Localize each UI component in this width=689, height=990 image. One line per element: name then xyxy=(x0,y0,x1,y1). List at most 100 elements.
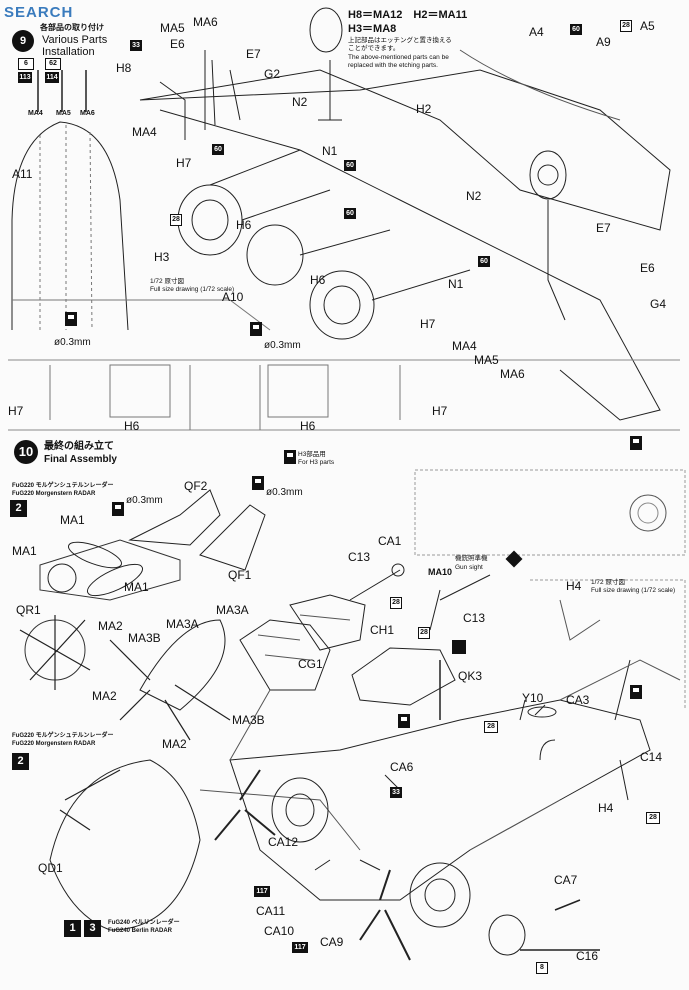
radar-qf1-part xyxy=(199,504,266,571)
ref-28-b: 28 xyxy=(620,20,632,32)
ref-60-c: 60 xyxy=(344,208,356,219)
top-wheel xyxy=(309,7,343,53)
canopy-scale-en: Full size drawing (1/72 scale) xyxy=(591,587,676,594)
ref-8: 8 xyxy=(536,962,548,974)
canopy-scale-jp: 1/72 原寸図 xyxy=(591,579,625,586)
canopy-cg1: CG1 xyxy=(298,657,323,671)
radar1-ma1c: MA1 xyxy=(124,580,149,594)
ref-6: 6 xyxy=(18,58,34,70)
label-ma6b: MA6 xyxy=(500,367,525,381)
gunsight-en: Gun sight xyxy=(455,564,483,571)
engine-nacelle-3 xyxy=(309,270,375,340)
ref-33-top: 33 xyxy=(130,40,142,51)
label-ma6: MA6 xyxy=(193,15,218,29)
label-h3: H3 xyxy=(154,250,170,264)
ref-60-d: 60 xyxy=(478,256,490,267)
radar-hub xyxy=(47,563,77,593)
label-ma5b: MA5 xyxy=(474,353,499,367)
label-h6: H6 xyxy=(236,218,252,232)
radar1-title-en: FuG220 Morgenstern RADAR xyxy=(12,491,96,497)
radar2-ma2a: MA2 xyxy=(98,619,123,633)
label-g4: G4 xyxy=(650,297,667,311)
label-h8: H8 xyxy=(116,61,132,75)
engine-bottom-right xyxy=(409,862,471,928)
radar1-title-jp: FuG220 モルゲンシュテルンレーダー xyxy=(12,483,114,489)
label-h7b: H7 xyxy=(420,317,436,331)
final-title-jp: 最終の組み立て xyxy=(44,441,114,452)
ref-60-b: 60 xyxy=(344,160,356,171)
radar3-step-b: 3 xyxy=(84,920,101,937)
h3-note-en: For H3 parts xyxy=(298,459,335,466)
gunsight-diamond-icon xyxy=(505,550,523,568)
ref-33-b: 33 xyxy=(390,787,402,798)
note-line1: H8＝MA12 H2＝MA11 xyxy=(348,9,468,21)
label-a9: A9 xyxy=(596,35,611,49)
label-ma6-top: MA6 xyxy=(80,110,95,117)
radar2-ma3a-b: MA3A xyxy=(216,603,249,617)
radar3-title-jp: FuG240 ベルリンレーダー xyxy=(108,920,180,926)
label-e7: E7 xyxy=(246,47,261,61)
label-e6b: E6 xyxy=(640,261,655,275)
label-h2: H2 xyxy=(416,102,432,116)
label-g2: G2 xyxy=(264,67,281,81)
label-a5: A5 xyxy=(640,19,655,33)
ref-28-a: 28 xyxy=(170,214,182,226)
bottom-ca7: CA7 xyxy=(554,873,578,887)
label-e6: E6 xyxy=(170,37,185,51)
radar1-qf2: QF2 xyxy=(184,479,208,493)
fuselage-drawing xyxy=(229,699,651,901)
ref-117-b: 117 xyxy=(292,942,308,953)
bottom-wheel xyxy=(488,914,526,956)
ref-28-e: 28 xyxy=(484,721,498,733)
radar2-step-badge: 2 xyxy=(12,753,29,770)
right-wheel xyxy=(529,150,567,200)
ref-114: 114 xyxy=(45,72,59,83)
label-n2b: N2 xyxy=(466,189,482,203)
header-title-jp: 各部品の取り付け xyxy=(40,23,104,32)
bottom-y10: Y10 xyxy=(522,691,544,705)
label-a4: A4 xyxy=(529,25,544,39)
canopy-ch1 xyxy=(289,594,366,651)
bottom-ca3: CA3 xyxy=(566,693,590,707)
wing-outline xyxy=(139,69,671,231)
ref-60-e: 60 xyxy=(570,24,582,35)
label-h6d: H6 xyxy=(300,419,316,433)
radar1-step-badge: 2 xyxy=(10,500,27,517)
engine-nacelle-1 xyxy=(177,184,243,256)
label-ma4-top: MA4 xyxy=(28,110,43,117)
radar3-qd1: QD1 xyxy=(38,861,63,875)
ref-28-d: 28 xyxy=(418,627,430,639)
radar2-ma3a-a: MA3A xyxy=(166,617,199,631)
scale-en: Full size drawing (1/72 scale) xyxy=(150,286,235,293)
bottom-ca11: CA11 xyxy=(256,904,286,918)
engine-bottom-left xyxy=(271,777,329,843)
note-line3: 上記部品はエッチングと置き換える xyxy=(348,37,452,44)
canopy-qk3: QK3 xyxy=(458,669,483,683)
label-e7b: E7 xyxy=(596,221,611,235)
label-h7c: H7 xyxy=(8,404,24,418)
final-title-en: Final Assembly xyxy=(44,454,117,465)
radar1-qr1: QR1 xyxy=(16,603,41,617)
label-n1b: N1 xyxy=(448,277,464,291)
label-ma4: MA4 xyxy=(132,125,157,139)
note-line6: replaced with the etching parts. xyxy=(348,62,438,69)
paint-icon xyxy=(452,640,466,654)
ref-117-a: 117 xyxy=(254,886,270,897)
step-number-badge: 9 xyxy=(12,30,34,52)
ref-62: 62 xyxy=(45,58,61,70)
radar1-ma1b: MA1 xyxy=(12,544,37,558)
bottom-c14: C14 xyxy=(640,750,663,764)
gunsight-jp: 機銃照準機 xyxy=(455,555,488,562)
radar2-ma3b-a: MA3B xyxy=(128,631,161,645)
note-line2: H3＝MA8 xyxy=(348,23,397,35)
label-a10: A10 xyxy=(222,290,244,304)
bottom-ca6: CA6 xyxy=(390,760,414,774)
label-h6c: H6 xyxy=(124,419,140,433)
ref-113: 113 xyxy=(18,72,32,83)
radar-qf2-part xyxy=(128,489,221,546)
radar1-qf1: QF1 xyxy=(228,568,252,582)
canopy-c13: C13 xyxy=(348,550,371,564)
radar1-drill-a: ø0.3mm xyxy=(126,495,163,506)
note-line4: ことができます。 xyxy=(348,45,400,52)
